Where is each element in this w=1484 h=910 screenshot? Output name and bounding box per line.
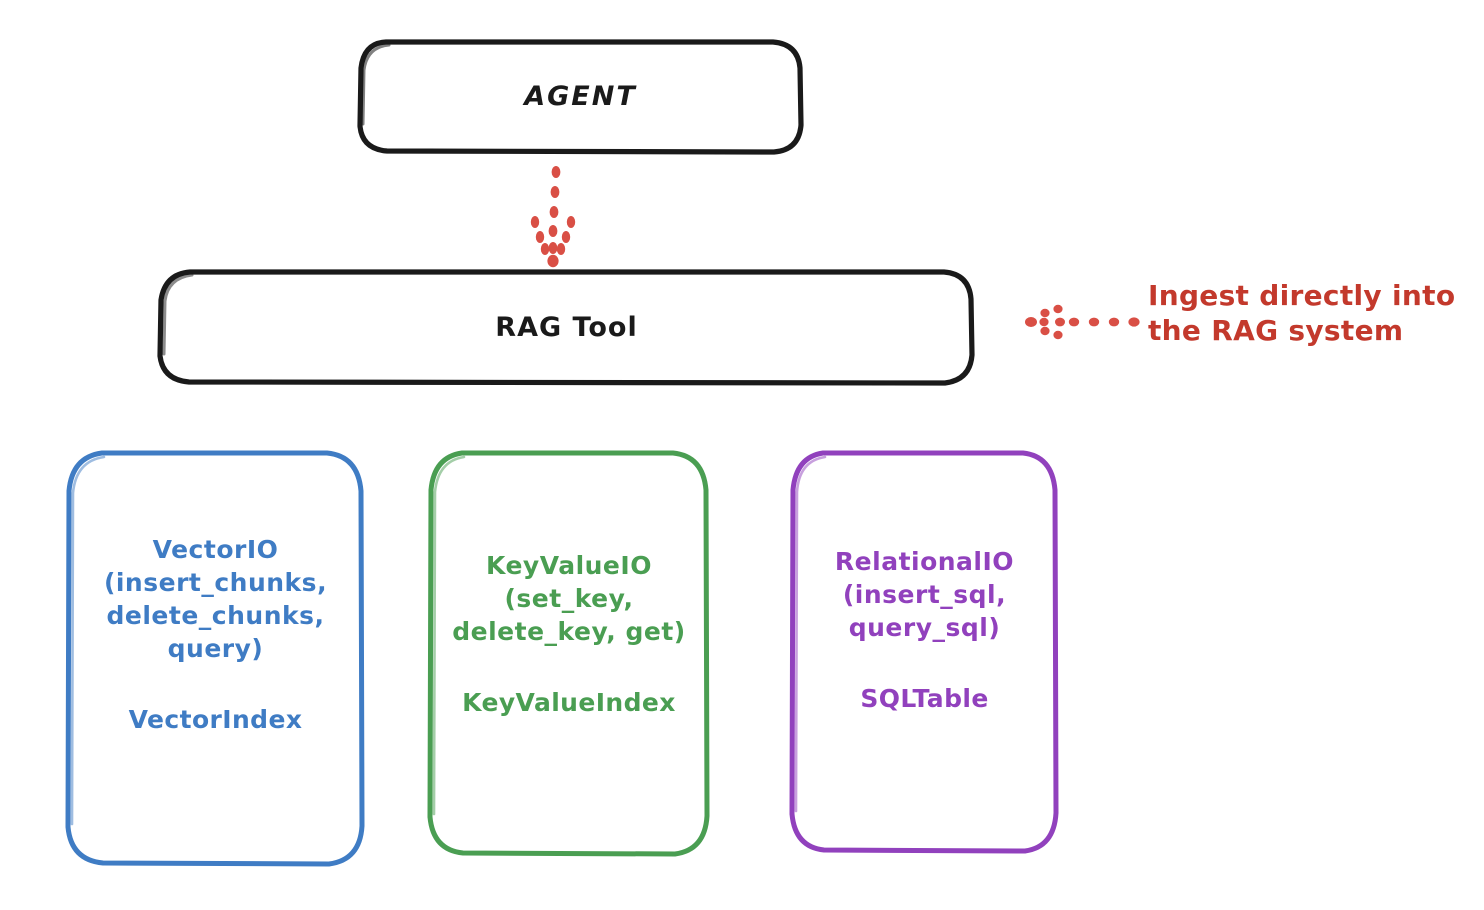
- key-value-io-box-outline: [427, 450, 710, 857]
- node-relational-io[interactable]: RelationalIO (insert_sql, query_sql) SQL…: [788, 449, 1061, 854]
- node-agent[interactable]: AGENT: [356, 38, 805, 155]
- relational-io-sub-label: SQLTable: [860, 684, 989, 713]
- relational-io-label: RelationalIO (insert_sql, query_sql): [834, 547, 1015, 642]
- node-rag-tool[interactable]: RAG Tool: [156, 268, 977, 386]
- annotation-ingest-label: Ingest directly into the RAG system: [1148, 279, 1456, 348]
- connector-agent-to-rag-tool-icon: [530, 166, 576, 268]
- relational-io-box-outline: [789, 450, 1059, 854]
- agent-label: AGENT: [524, 81, 637, 112]
- node-vector-io[interactable]: VectorIO (insert_chunks, delete_chunks, …: [64, 449, 367, 867]
- connector-ingest-to-rag-tool-icon: [1025, 304, 1140, 340]
- key-value-io-sub-label: KeyValueIndex: [462, 688, 676, 717]
- key-value-io-label: KeyValueIO (set_key, delete_key, get): [452, 551, 686, 646]
- node-key-value-io[interactable]: KeyValueIO (set_key, delete_key, get) Ke…: [426, 449, 712, 857]
- vector-io-sub-label: VectorIndex: [128, 705, 303, 734]
- vector-io-label: VectorIO (insert_chunks, delete_chunks, …: [103, 535, 328, 663]
- rag-tool-label: RAG Tool: [495, 311, 638, 343]
